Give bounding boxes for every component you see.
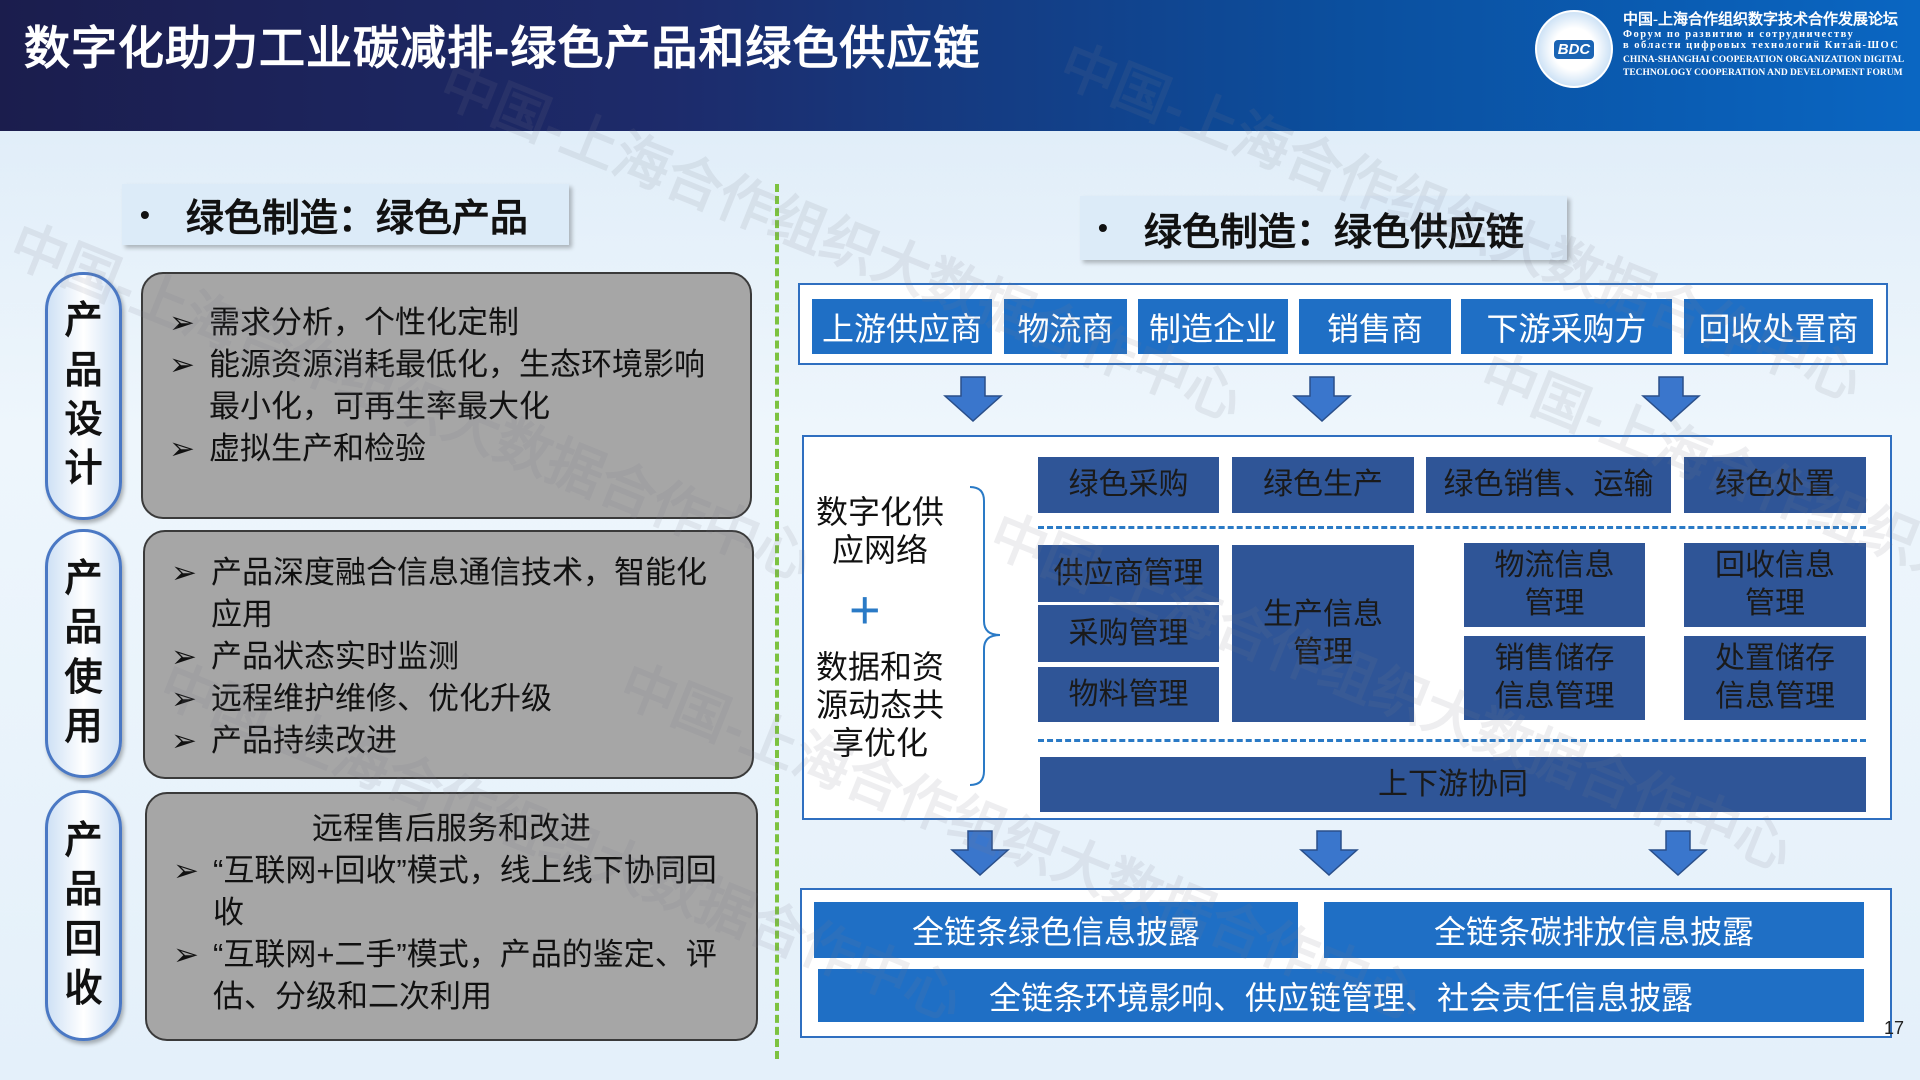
phase-item-text: 能源资源消耗最低化，生态环境影响最小化，可再生率最大化 bbox=[209, 347, 705, 424]
actor-box: 下游采购方 bbox=[1461, 299, 1672, 354]
bullet: • bbox=[140, 198, 150, 230]
phase-label-char: 品 bbox=[64, 607, 103, 650]
forum-logo: BDC bbox=[1535, 10, 1613, 88]
phase-box-design: ➢需求分析，个性化定制➢能源资源消耗最低化，生态环境影响最小化，可再生率最大化➢… bbox=[141, 272, 752, 519]
phase-label-char: 回 bbox=[64, 918, 103, 961]
phase-label-char: 品 bbox=[64, 869, 103, 912]
digital-network-text: 数字化供应网络 bbox=[815, 494, 944, 568]
forum-name-cn: 中国-上海合作组织数字技术合作发展论坛 bbox=[1623, 12, 1898, 28]
phase-label-char: 收 bbox=[64, 967, 103, 1010]
phase-pill-use: 产品使用 bbox=[45, 529, 122, 778]
phase-item-text: 远程维护维修、优化升级 bbox=[211, 681, 552, 716]
arrow-bullet-icon: ➢ bbox=[173, 937, 199, 972]
forum-name-ru: Форум по развитию и сотрудничеству bbox=[1623, 28, 1855, 40]
stage-box: 绿色处置 bbox=[1684, 457, 1866, 513]
divider-line bbox=[775, 184, 779, 1059]
stage-box: 绿色采购 bbox=[1038, 457, 1219, 513]
phase-item: ➢ 需求分析，个性化定制 bbox=[169, 302, 724, 344]
phase-item: ➢ 虚拟生产和检验 bbox=[169, 428, 724, 470]
page-number: 17 bbox=[1884, 1018, 1905, 1038]
phase-label-char: 计 bbox=[64, 448, 103, 491]
actor-box: 回收处置商 bbox=[1684, 299, 1873, 354]
phase-item-text: 虚拟生产和检验 bbox=[209, 431, 426, 466]
dashed-divider bbox=[1038, 526, 1866, 529]
phase-item-text: 需求分析，个性化定制 bbox=[209, 305, 519, 340]
phase-item: ➢ 远程维护维修、优化升级 bbox=[171, 678, 726, 720]
forum-name-ru: в области цифровых технологий Китай-ШОС bbox=[1623, 40, 1900, 52]
data-sharing-text: 数据和资源动态共享优化 bbox=[815, 649, 944, 761]
phase-item: ➢ 能源资源消耗最低化，生态环境影响最小化，可再生率最大化 bbox=[169, 344, 724, 428]
arrow-bullet-icon: ➢ bbox=[171, 555, 197, 590]
stage-box: 绿色销售、运输 bbox=[1426, 457, 1671, 513]
phase-item-text: 产品深度融合信息通信技术，智能化应用 bbox=[211, 555, 707, 632]
page-title: 数字化助力工业碳减排-绿色产品和绿色供应链 bbox=[24, 22, 981, 74]
production-info-box: 生产信息管理 bbox=[1232, 545, 1414, 722]
green-supply-chain-heading: • 绿色制造：绿色供应链 bbox=[1080, 196, 1567, 260]
plus-icon: + bbox=[849, 580, 881, 640]
section-title: 绿色制造：绿色供应链 bbox=[1143, 211, 1524, 254]
down-arrow-icon bbox=[1648, 830, 1708, 876]
down-arrow-icon bbox=[943, 376, 1003, 422]
down-arrow-icon bbox=[950, 830, 1010, 876]
arrow-bullet-icon: ➢ bbox=[171, 639, 197, 674]
phase-item: ➢ 产品深度融合信息通信技术，智能化应用 bbox=[171, 552, 726, 636]
phase-box-use: ➢ 产品深度融合信息通信技术，智能化应用 ➢ 产品状态实时监测 ➢ 远程维护维修、优化升级… bbox=[143, 530, 754, 779]
sales-info-box: 物流信息管理 bbox=[1464, 543, 1645, 627]
forum-name-en: CHINA-SHANGHAI COOPERATION ORGANIZATION … bbox=[1623, 54, 1905, 65]
phase-item-text: “互联网+二手”模式，产品的鉴定、评估、分级和二次利用 bbox=[213, 937, 717, 1014]
dashed-divider bbox=[1038, 739, 1866, 742]
carbon-info-disclosure: 全链条碳排放信息披露 bbox=[1324, 902, 1864, 958]
sales-info-box: 销售储存信息管理 bbox=[1464, 636, 1645, 720]
actor-box: 上游供应商 bbox=[812, 299, 992, 354]
arrow-bullet-icon: ➢ bbox=[173, 853, 199, 888]
phase-heading: 远程售后服务和改进 bbox=[312, 811, 591, 846]
phase-item-text: “互联网+回收”模式，线上线下协同回收 bbox=[213, 853, 717, 930]
logo-text: BDC bbox=[1553, 39, 1595, 59]
phase-label-char: 品 bbox=[64, 349, 103, 392]
forum-name: 中国-上海合作组织数字技术合作发展论坛 Форум по развитию и … bbox=[1623, 12, 1904, 78]
phase-label-char: 产 bbox=[64, 300, 103, 343]
phase-box-recycle: 远程售后服务和改进 ➢ “互联网+回收”模式，线上线下协同回收 ➢ “互联网+二手”模式… bbox=[145, 792, 758, 1041]
phase-item-text: 产品持续改进 bbox=[211, 723, 397, 758]
green-info-disclosure: 全链条绿色信息披露 bbox=[814, 902, 1298, 958]
procurement-mgmt-box: 供应商管理 bbox=[1038, 545, 1219, 602]
phase-item: ➢ 产品持续改进 bbox=[171, 720, 726, 762]
phase-label-char: 产 bbox=[64, 557, 103, 600]
down-arrow-icon bbox=[1641, 376, 1701, 422]
actor-box: 物流商 bbox=[1004, 299, 1127, 354]
upstream-downstream-collab: 上下游协同 bbox=[1040, 757, 1866, 812]
brace-icon bbox=[969, 486, 1001, 786]
actor-box: 制造企业 bbox=[1138, 299, 1288, 354]
disposal-info-box: 回收信息管理 bbox=[1684, 543, 1866, 627]
phase-label-char: 用 bbox=[64, 705, 103, 748]
arrow-bullet-icon: ➢ bbox=[171, 723, 197, 758]
arrow-bullet-icon: ➢ bbox=[171, 681, 197, 716]
actor-box: 销售商 bbox=[1299, 299, 1451, 354]
phase-label-char: 使 bbox=[64, 656, 103, 699]
disposal-info-box: 处置储存信息管理 bbox=[1684, 636, 1866, 720]
phase-item-text: 产品状态实时监测 bbox=[211, 639, 459, 674]
phase-item: ➢ “互联网+二手”模式，产品的鉴定、评估、分级和二次利用 bbox=[173, 934, 730, 1018]
arrow-bullet-icon: ➢ bbox=[169, 305, 195, 340]
esg-info-disclosure: 全链条环境影响、供应链管理、社会责任信息披露 bbox=[818, 969, 1864, 1022]
procurement-mgmt-box: 物料管理 bbox=[1038, 667, 1219, 722]
phase-label-char: 设 bbox=[64, 399, 103, 441]
phase-item: ➢ “互联网+回收”模式，线上线下协同回收 bbox=[173, 850, 730, 934]
bullet: • bbox=[1098, 212, 1108, 243]
forum-name-en: TECHNOLOGY COOPERATION AND DEVELOPMENT F… bbox=[1623, 68, 1903, 79]
arrow-bullet-icon: ➢ bbox=[169, 431, 195, 466]
phase-pill-recycle: 产品回收 bbox=[45, 790, 122, 1041]
phase-label-char: 产 bbox=[64, 819, 103, 862]
phase-item: ➢ 产品状态实时监测 bbox=[171, 636, 726, 678]
arrow-bullet-icon: ➢ bbox=[169, 347, 195, 382]
procurement-mgmt-box: 采购管理 bbox=[1038, 605, 1219, 662]
stage-box: 绿色生产 bbox=[1232, 457, 1414, 513]
down-arrow-icon bbox=[1299, 830, 1359, 876]
phase-pill-design: 产品设计 bbox=[45, 272, 122, 520]
green-product-heading: • 绿色制造：绿色产品 bbox=[122, 184, 569, 245]
section-title: 绿色制造：绿色产品 bbox=[185, 198, 528, 240]
down-arrow-icon bbox=[1292, 376, 1352, 422]
